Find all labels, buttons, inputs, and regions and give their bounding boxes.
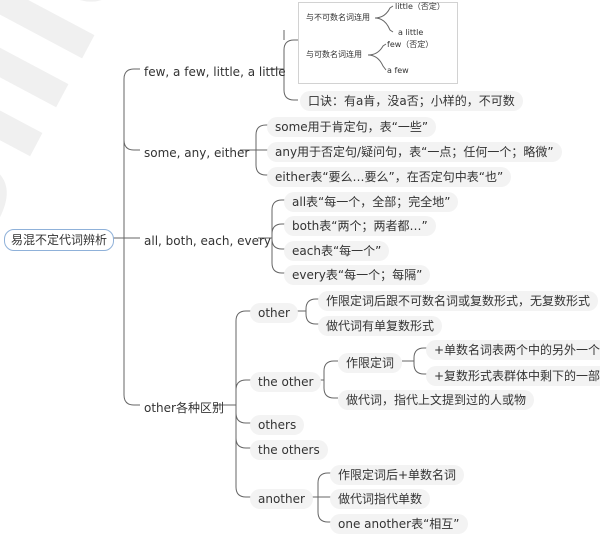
branch-few-little[interactable]: few, a few, little, a little xyxy=(144,65,286,79)
the-other-determiner[interactable]: 作限定词 xyxy=(338,353,403,373)
all-usage[interactable]: all表“每一个，全部；完全地” xyxy=(284,192,459,212)
branch-other-differences[interactable]: other各种区别 xyxy=(144,401,224,415)
the-others-node[interactable]: the others xyxy=(250,440,328,460)
countable-usage-label[interactable]: 与可数名词连用 xyxy=(306,50,362,59)
some-usage[interactable]: some用于肯定句，表“一些” xyxy=(267,117,437,137)
uncountable-usage-label[interactable]: 与不可数名词连用 xyxy=(306,13,370,22)
a-little-label[interactable]: a little xyxy=(398,28,424,37)
another-determiner-usage[interactable]: 作限定词后+单数名词 xyxy=(330,465,465,485)
others-node[interactable]: others xyxy=(250,415,305,435)
every-usage[interactable]: every表“每一个；每隔” xyxy=(284,265,431,285)
the-other-pronoun-usage[interactable]: 做代词，指代上文提到过的人或物 xyxy=(338,390,535,410)
each-usage[interactable]: each表“每一个” xyxy=(284,241,390,261)
other-determiner-usage[interactable]: 作限定词后跟不可数名词或复数形式，无复数形式 xyxy=(318,291,599,311)
few-little-frame xyxy=(298,2,458,84)
other-node[interactable]: other xyxy=(250,303,298,323)
either-usage[interactable]: either表“要么…要么”，在否定句中表“也” xyxy=(267,167,512,187)
branch-some-any-either[interactable]: some, any, either xyxy=(144,146,250,160)
few-little-rhyme[interactable]: 口诀：有a肯，没a否；小样的，不可数 xyxy=(300,91,523,111)
other-pronoun-usage[interactable]: 做代词有单复数形式 xyxy=(318,316,443,336)
the-other-plural-usage[interactable]: +复数形式表群体中剩下的一部分 xyxy=(426,366,600,386)
both-usage[interactable]: both表“两个；两者都…” xyxy=(284,216,436,236)
another-pronoun-usage[interactable]: 做代词指代单数 xyxy=(330,489,431,509)
branch-all-both-each-every[interactable]: all, both, each, every xyxy=(144,234,272,248)
few-negative-label[interactable]: few（否定） xyxy=(387,40,434,49)
one-another-usage[interactable]: one another表“相互” xyxy=(330,514,468,534)
root-topic[interactable]: 易混不定代词辨析 xyxy=(4,229,115,251)
the-other-node[interactable]: the other xyxy=(250,372,322,392)
any-usage[interactable]: any用于否定句/疑问句，表“一点；任何一个；略微” xyxy=(267,142,562,162)
little-negative-label[interactable]: little（否定） xyxy=(395,2,445,11)
another-node[interactable]: another xyxy=(250,489,313,509)
a-few-label[interactable]: a few xyxy=(387,66,409,75)
the-other-singular-usage[interactable]: +单数名词表两个中的另外一个 xyxy=(426,340,600,360)
